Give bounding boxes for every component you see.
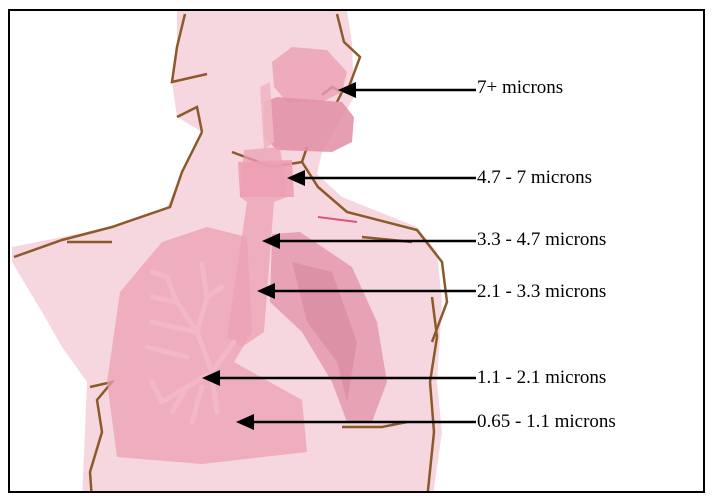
label-1-1-to-2-1-microns: 1.1 - 2.1 microns <box>477 367 606 389</box>
diagram-frame: 7+ microns 4.7 - 7 microns 3.3 - 4.7 mic… <box>8 9 705 493</box>
label-2-1-to-3-3-microns: 2.1 - 3.3 microns <box>477 281 606 303</box>
label-0-65-to-1-1-microns: 0.65 - 1.1 microns <box>477 411 616 433</box>
label-7-plus-microns: 7+ microns <box>477 77 563 99</box>
label-3-3-to-4-7-microns: 3.3 - 4.7 microns <box>477 229 606 251</box>
label-4-7-to-7-microns: 4.7 - 7 microns <box>477 167 592 189</box>
